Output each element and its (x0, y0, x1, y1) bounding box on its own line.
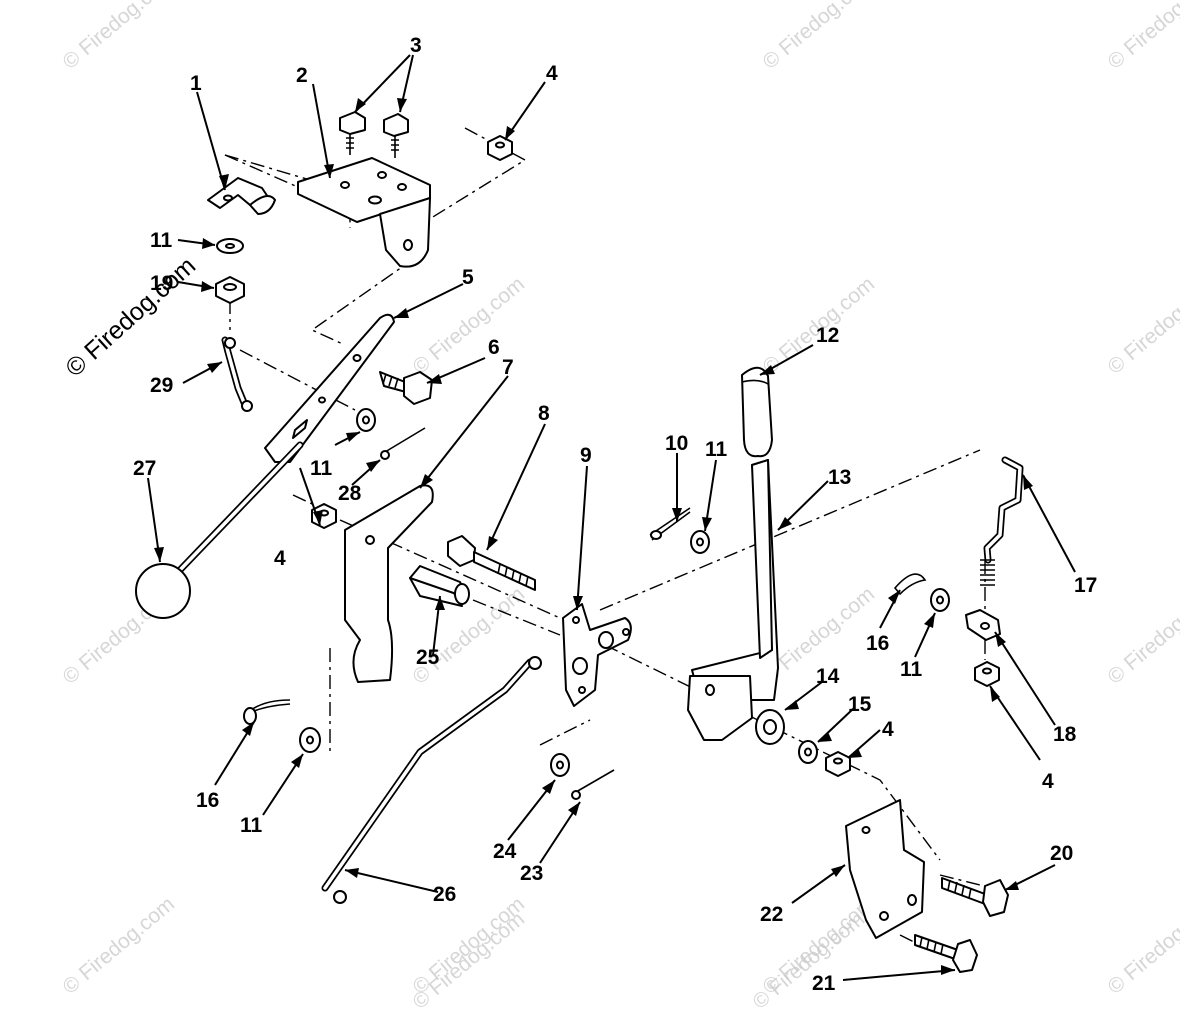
clip-part (207, 177, 276, 215)
callout-10: 10 (665, 432, 688, 455)
nut-part (487, 135, 513, 161)
ball-knob (135, 563, 191, 619)
callout-13: 13 (828, 466, 851, 489)
callout-23: 23 (520, 862, 543, 885)
callout-11: 11 (150, 229, 173, 252)
callout-4: 4 (882, 718, 894, 741)
watermark-text: © Firedog.com (408, 907, 529, 1013)
washer-part (930, 588, 950, 612)
callout-11: 11 (310, 457, 333, 480)
callout-1: 1 (190, 72, 202, 95)
washer-part (690, 530, 710, 554)
washer-part (356, 408, 376, 432)
callout-16: 16 (866, 632, 889, 655)
watermark-text: © Firedog.com (1103, 582, 1180, 688)
pivot-plate (562, 603, 632, 707)
spacer-nut (215, 276, 245, 304)
watermark-text: © Firedog.com (1103, 272, 1180, 378)
shift-lever (687, 459, 779, 741)
handle-grip (741, 366, 773, 458)
flange-bolt (914, 934, 978, 973)
watermark-main: © Firedog.com (60, 252, 201, 383)
hex-bolt (941, 877, 1009, 917)
watermark-text: © Firedog.com (758, 0, 879, 74)
cotter-pin (893, 573, 927, 596)
watermark-text: © Firedog.com (1103, 892, 1180, 998)
callout-labels: 1 2 3 4 11 19 29 5 6 7 8 9 10 11 12 13 1… (133, 34, 1097, 995)
callout-17: 17 (1074, 574, 1097, 597)
callout-15: 15 (848, 693, 872, 716)
callout-4: 4 (546, 62, 558, 85)
cotter-pin (243, 699, 291, 725)
callout-5: 5 (462, 266, 474, 289)
callout-28: 28 (338, 482, 362, 505)
callout-6: 6 (488, 336, 500, 359)
callout-18: 18 (1053, 723, 1077, 746)
lower-bracket (845, 799, 925, 939)
callout-2: 2 (296, 64, 308, 87)
callout-25: 25 (416, 646, 440, 669)
callout-24: 24 (493, 840, 517, 863)
watermark-text: © Firedog.com (58, 0, 179, 74)
link-rod-long (321, 656, 542, 904)
callout-8: 8 (538, 402, 550, 425)
flat-washer (798, 740, 818, 764)
shoulder-bolt (379, 371, 433, 405)
callout-21: 21 (812, 972, 836, 995)
callout-9: 9 (580, 444, 592, 467)
callout-16: 16 (196, 789, 219, 812)
nut-part (974, 661, 1000, 687)
cotter-pin (571, 769, 615, 800)
callout-7: 7 (502, 356, 514, 379)
washer-part (216, 238, 244, 254)
callout-4: 4 (274, 547, 286, 570)
watermark-text: © Firedog.com (1103, 0, 1180, 74)
long-bolt (447, 535, 536, 591)
bolt-pair (339, 111, 409, 158)
callout-22: 22 (760, 903, 783, 926)
bushing-sleeve (409, 565, 470, 607)
crank-rod (980, 456, 1024, 586)
leader-lines (147, 54, 1076, 981)
callout-26: 26 (433, 883, 456, 906)
callout-12: 12 (816, 324, 839, 347)
flange-bushing (755, 709, 785, 745)
callout-19: 19 (150, 272, 173, 295)
callout-3: 3 (410, 34, 422, 57)
callout-11: 11 (705, 438, 728, 461)
callout-20: 20 (1050, 842, 1073, 865)
callout-11: 11 (240, 814, 263, 837)
nut-part (825, 751, 851, 777)
link-rod-short (221, 336, 253, 412)
arrowheads (154, 98, 1033, 975)
callout-14: 14 (816, 665, 840, 688)
hair-pin (649, 507, 691, 541)
callout-4: 4 (1042, 770, 1054, 793)
pedal-arm (176, 313, 395, 574)
swivel-fitting (965, 609, 1001, 641)
callout-11: 11 (900, 658, 923, 681)
washer-part (550, 753, 570, 777)
lever-bracket-plate (344, 484, 434, 683)
cotter-pin (380, 427, 426, 460)
mounting-bracket (297, 157, 431, 268)
callout-29: 29 (150, 374, 173, 397)
callout-27: 27 (133, 457, 156, 480)
watermark-text: © Firedog.com (58, 892, 179, 998)
washer-part (299, 727, 321, 753)
